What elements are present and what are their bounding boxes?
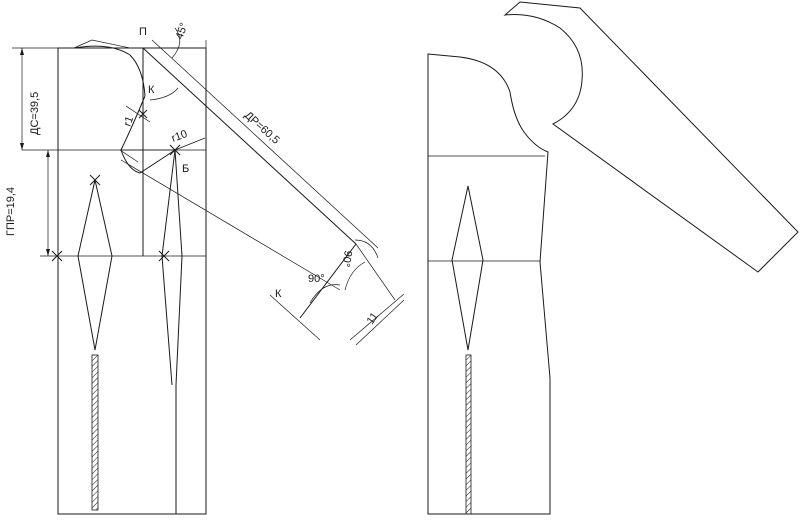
- armhole-curve: [120, 95, 176, 174]
- label-angle-45: 45°: [174, 21, 191, 41]
- hatched-seam-right: [465, 354, 472, 515]
- dim-11-line: [355, 299, 405, 346]
- sleeve-base-line: [120, 159, 341, 291]
- front-pattern-outline: [427, 53, 551, 515]
- label-dim-11: 11: [365, 310, 381, 326]
- left-draft: [12, 27, 405, 515]
- label-angle-90-rot: 90°: [339, 249, 354, 267]
- r1-line: [125, 105, 151, 123]
- label-point-p: П: [139, 26, 147, 38]
- r1-radius: [119, 149, 139, 163]
- label-r10: r10: [170, 128, 189, 145]
- labels: П К Б К 45° r1 r10 ДС=39,5 ГПР=19,4 ДР=6…: [5, 21, 381, 326]
- k-arc: [149, 87, 179, 101]
- angle-90-arc: [309, 284, 341, 304]
- hatched-seam-left: [91, 354, 99, 511]
- sleeve-top-arc: [354, 239, 379, 259]
- right-pattern: [427, 1, 799, 515]
- label-dim-ds: ДС=39,5: [29, 92, 41, 135]
- front-panel-outline: [57, 47, 207, 515]
- angle-90-rot-arc: [344, 261, 366, 291]
- label-angle-90: 90°: [308, 273, 325, 285]
- dr-dim-line: [151, 39, 379, 249]
- side-dart: [161, 149, 176, 386]
- sleeve-hem-perp: [299, 243, 357, 319]
- label-point-k-lower: К: [275, 288, 282, 300]
- label-point-b: Б: [182, 163, 189, 175]
- front-dart: [77, 179, 113, 351]
- sleeve-ext: [355, 243, 396, 301]
- k-dim-line: [269, 294, 321, 341]
- neck-construction: [73, 39, 131, 49]
- front-pattern-dart: [451, 185, 484, 351]
- angle-45-arc: [171, 27, 181, 59]
- side-seam: [174, 149, 183, 514]
- dr-line: [142, 47, 357, 245]
- sleeve-pattern-outline: [503, 1, 799, 273]
- neckline-curve: [73, 45, 146, 97]
- label-r1: r1: [122, 115, 137, 128]
- label-point-k-upper: К: [148, 84, 155, 96]
- cross-marks: [51, 109, 181, 262]
- r10-line: [174, 137, 206, 151]
- label-dim-gpr: ГПР=19,4: [5, 187, 17, 236]
- dim-11-ext: [349, 293, 405, 341]
